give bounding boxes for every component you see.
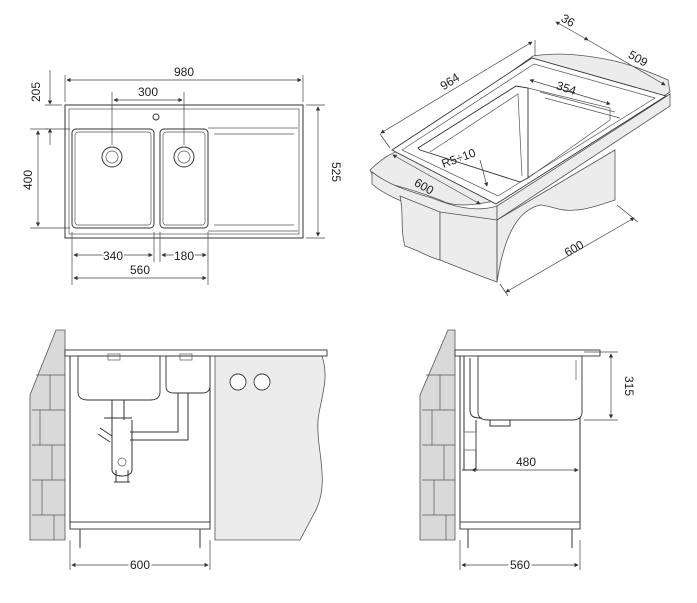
dim-big-bowl: 340: [103, 249, 123, 263]
countertop-side-edge: [496, 93, 671, 221]
cabinet-left-side: [399, 195, 441, 261]
front-small-bowl: [165, 355, 211, 394]
front-right-panel: [214, 355, 326, 541]
dim-side-cabinet-depth: 560: [510, 558, 530, 572]
dim-bowl-height: 400: [21, 170, 35, 190]
top-view: 980 300 205 400 525 340 180 560: [21, 65, 343, 285]
side-plinth: [459, 521, 581, 530]
side-section: 315 480 560: [419, 329, 636, 574]
large-bowl-drain: [101, 146, 123, 168]
dim-center-gap: 300: [138, 85, 158, 99]
cabinet-front: [439, 211, 498, 283]
front-tap-hole-2: [253, 373, 271, 391]
front-large-bowl: [77, 355, 161, 401]
front-brick-wall: [29, 329, 66, 541]
dim-side-bowl-depth: 315: [622, 376, 636, 396]
front-plinth: [69, 521, 211, 530]
dim-front-cabinet: 600: [130, 558, 150, 572]
dim-drainer: 354: [555, 78, 579, 98]
small-bowl-drain: [173, 146, 195, 168]
dim-side-drain-offset: 480: [516, 455, 536, 469]
dim-small-bowl: 180: [174, 249, 194, 263]
dim-width-overall: 980: [174, 65, 194, 79]
side-brick-wall: [419, 329, 456, 541]
large-bowl: [71, 128, 155, 229]
front-countertop: [64, 349, 328, 357]
dim-bowls-total: 560: [130, 263, 150, 277]
dim-iso-length: 964: [438, 70, 463, 93]
iso-view: 36 509 964 354 R5÷10 600 600: [369, 11, 671, 297]
side-bowl: [477, 355, 583, 421]
side-countertop: [454, 349, 601, 357]
dim-cabinet-side: 600: [562, 237, 587, 259]
front-section: 600: [29, 329, 328, 574]
dim-depth-overall: 525: [329, 162, 343, 182]
dim-inner-offset: 205: [29, 82, 43, 102]
tap-hole: [152, 113, 160, 121]
front-tap-hole-1: [229, 373, 247, 391]
dim-lip: 36: [559, 11, 578, 30]
